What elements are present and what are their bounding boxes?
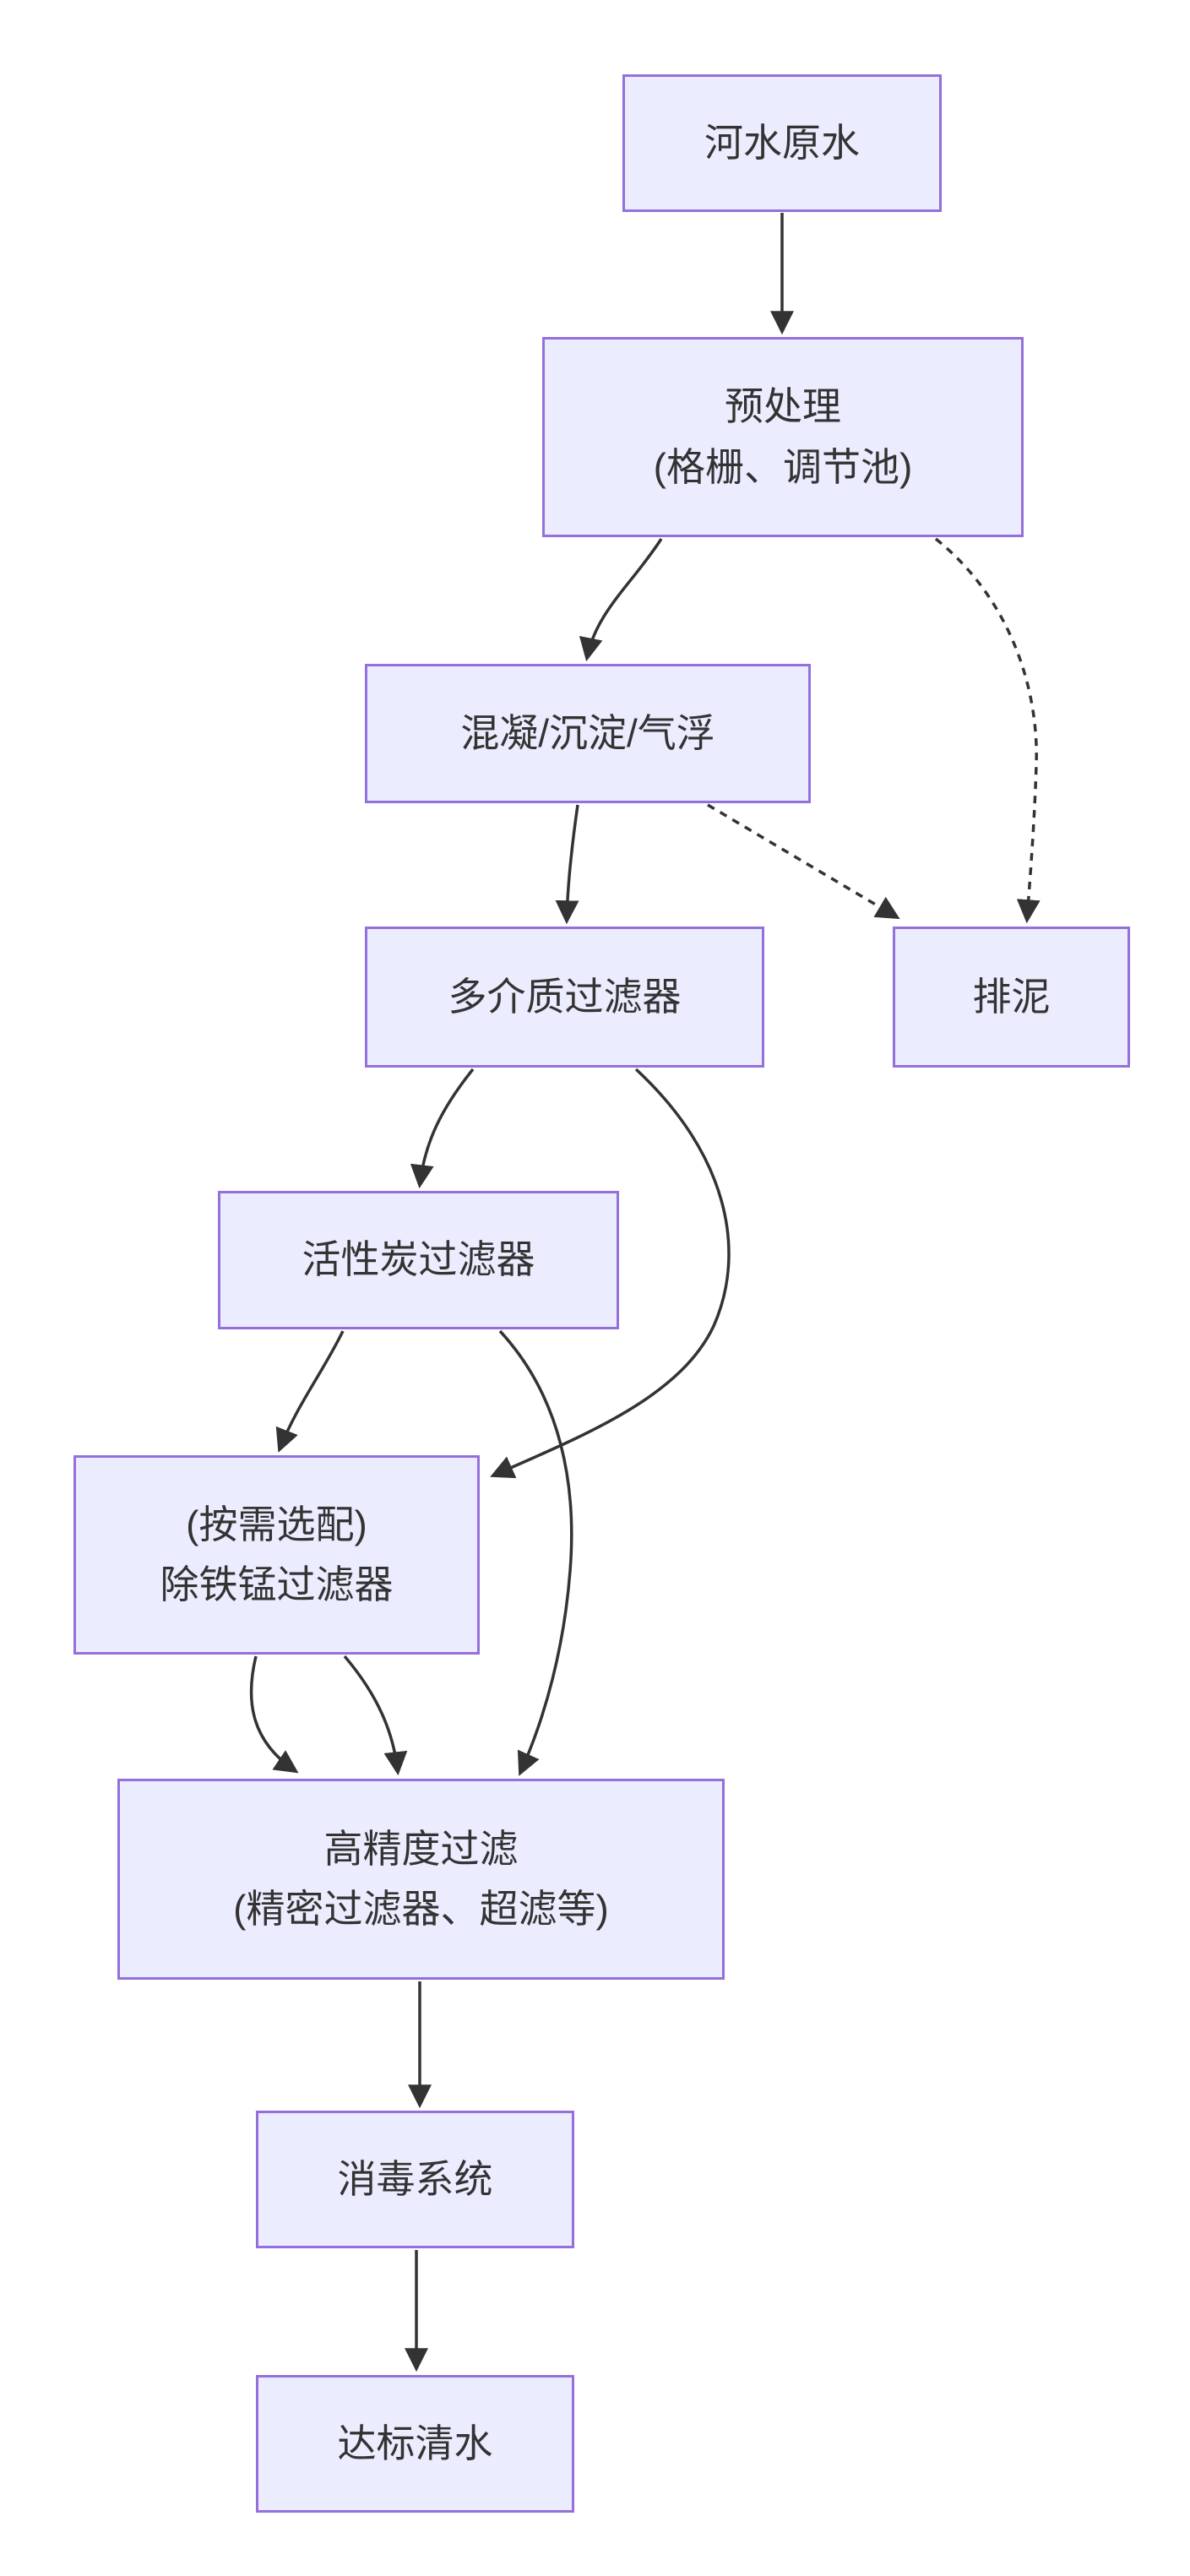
node-clean-water-label: 达标清水: [337, 2421, 493, 2465]
edge-pretreatment-to-coagulation: [579, 538, 663, 662]
node-iron-manganese-filter-label: (按需选配) 除铁锰过滤器: [160, 1502, 394, 1606]
node-clean-water: 达标清水: [256, 2375, 574, 2513]
edge-iron-manganese-to-high-precision-2: [343, 1655, 408, 1776]
node-high-precision-filtration-label: 高精度过滤 (精密过滤器、超滤等): [233, 1826, 609, 1931]
edge-carbon-to-high-precision: [498, 1329, 573, 1776]
node-sludge-discharge-label: 排泥: [972, 974, 1051, 1019]
node-sludge-discharge: 排泥: [893, 927, 1130, 1068]
node-river-raw-water: 河水原水: [622, 74, 942, 212]
edge-multimedia-to-iron-manganese-filter: [490, 1068, 731, 1479]
node-river-raw-water-label: 河水原水: [704, 120, 860, 165]
node-pretreatment: 预处理 (格栅、调节池): [542, 337, 1024, 537]
edge-iron-manganese-to-high-precision-1: [249, 1655, 299, 1774]
node-disinfection-system-label: 消毒系统: [337, 2156, 493, 2201]
node-pretreatment-label: 预处理 (格栅、调节池): [653, 384, 913, 489]
edge-multimedia-to-carbon-filter: [410, 1068, 475, 1189]
node-high-precision-filtration: 高精度过滤 (精密过滤器、超滤等): [117, 1779, 725, 1980]
node-activated-carbon-filter: 活性炭过滤器: [218, 1191, 619, 1329]
edge-carbon-to-iron-manganese-filter: [275, 1330, 345, 1453]
edge-coagulation-to-sludge: [707, 803, 900, 920]
edge-pretreatment-to-sludge: [934, 537, 1041, 924]
node-coagulation-sedimentation-flotation: 混凝/沉淀/气浮: [365, 664, 811, 803]
node-disinfection-system: 消毒系统: [256, 2111, 574, 2248]
node-multimedia-filter: 多介质过滤器: [365, 927, 764, 1068]
edge-coagulation-to-multimedia-filter: [555, 804, 579, 925]
node-activated-carbon-filter-label: 活性炭过滤器: [302, 1237, 535, 1282]
node-iron-manganese-filter: (按需选配) 除铁锰过滤器: [73, 1455, 480, 1655]
node-coagulation-label: 混凝/沉淀/气浮: [460, 710, 715, 755]
node-multimedia-filter-label: 多介质过滤器: [448, 974, 682, 1019]
